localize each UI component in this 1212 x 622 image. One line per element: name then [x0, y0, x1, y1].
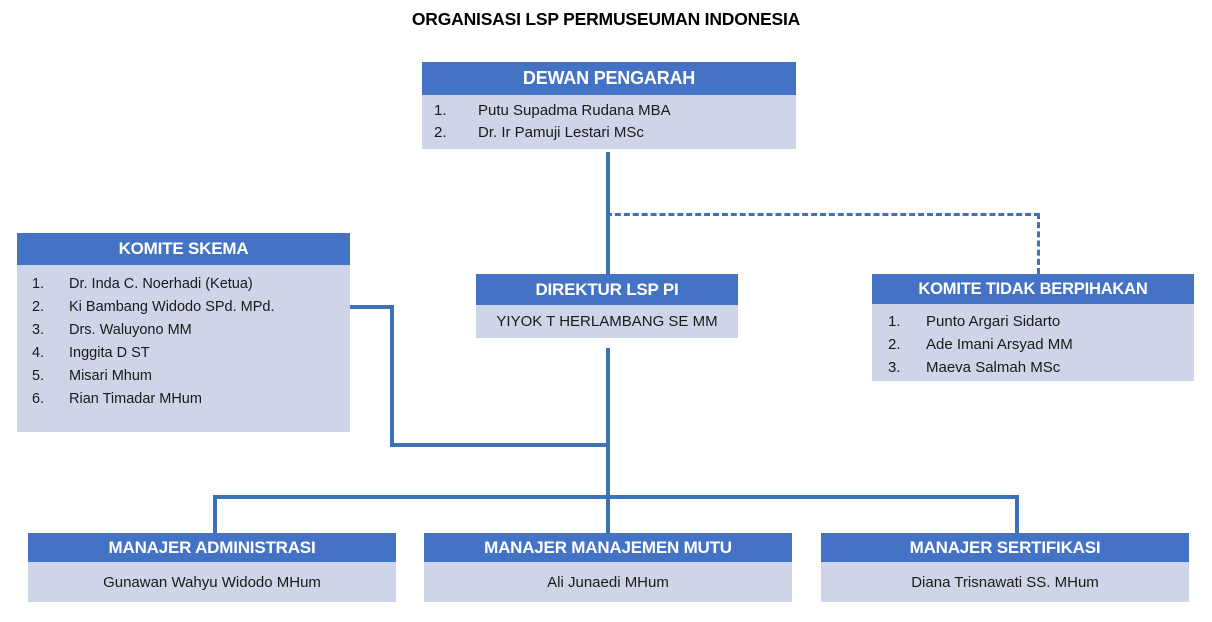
list-item-name: Maeva Salmah MSc [926, 359, 1061, 376]
node-manajer-administrasi[interactable]: MANAJER ADMINISTRASI Gunawan Wahyu Widod… [28, 533, 396, 602]
list-item-number: 2. [32, 299, 45, 315]
connector-komite-skema-horizontal-in [390, 443, 610, 447]
node-manajer-sertifikasi[interactable]: MANAJER SERTIFIKASI Diana Trisnawati SS.… [821, 533, 1189, 602]
list-item-name: Ade Imani Arsyad MM [926, 336, 1073, 353]
list-item-name: Putu Supadma Rudana MBA [478, 102, 671, 119]
node-dewan-pengarah-body: 1. Putu Supadma Rudana MBA 2. Dr. Ir Pam… [422, 95, 796, 149]
list-item-number: 1. [32, 276, 45, 292]
node-dewan-pengarah[interactable]: DEWAN PENGARAH 1. Putu Supadma Rudana MB… [422, 62, 796, 149]
node-manajer-manajemen-mutu-person: Ali Junaedi MHum [424, 562, 792, 602]
list-item-number: 6. [32, 391, 45, 407]
list-item-name: Drs. Waluyono MM [69, 322, 192, 338]
list-item: 2. Dr. Ir Pamuji Lestari MSc [422, 122, 796, 144]
connector-drop-manajer-administrasi [213, 495, 217, 533]
node-komite-skema-body: 1. Dr. Inda C. Noerhadi (Ketua) 2. Ki Ba… [17, 265, 350, 432]
dewan-pengarah-member-list: 1. Putu Supadma Rudana MBA 2. Dr. Ir Pam… [422, 100, 796, 144]
list-item-number: 4. [32, 345, 45, 361]
list-item-name: Ki Bambang Widodo SPd. MPd. [69, 299, 275, 315]
node-manajer-sertifikasi-title: MANAJER SERTIFIKASI [821, 533, 1189, 562]
connector-dashed-vertical-to-komite-tidak-berpihakan [1037, 213, 1040, 274]
node-komite-tidak-berpihakan[interactable]: KOMITE TIDAK BERPIHAKAN 1. Punto Argari … [872, 274, 1194, 381]
list-item-name: Inggita D ST [69, 345, 150, 361]
list-item-number: 1. [434, 102, 447, 119]
list-item-number: 3. [888, 359, 901, 376]
komite-tidak-berpihakan-member-list: 1. Punto Argari Sidarto 2. Ade Imani Ars… [872, 310, 1194, 379]
connector-dashed-horizontal-to-komite-tidak-berpihakan [606, 213, 1040, 216]
node-komite-skema-title: KOMITE SKEMA [17, 233, 350, 265]
list-item: 2. Ki Bambang Widodo SPd. MPd. [17, 296, 350, 319]
list-item-number: 3. [32, 322, 45, 338]
list-item-name: Punto Argari Sidarto [926, 313, 1061, 330]
node-komite-tidak-berpihakan-title: KOMITE TIDAK BERPIHAKAN [872, 274, 1194, 304]
node-direktur-lsp-pi[interactable]: DIREKTUR LSP PI YIYOK T HERLAMBANG SE MM [476, 274, 738, 338]
list-item-number: 1. [888, 313, 901, 330]
node-manajer-administrasi-person: Gunawan Wahyu Widodo MHum [28, 562, 396, 602]
node-manajer-manajemen-mutu-title: MANAJER MANAJEMEN MUTU [424, 533, 792, 562]
list-item: 1. Putu Supadma Rudana MBA [422, 100, 796, 122]
list-item-name: Rian Timadar MHum [69, 391, 202, 407]
list-item-name: Dr. Ir Pamuji Lestari MSc [478, 124, 644, 141]
list-item: 3. Drs. Waluyono MM [17, 319, 350, 342]
list-item: 5. Misari Mhum [17, 365, 350, 388]
connector-manager-distribution-bar [213, 495, 1019, 499]
list-item-name: Misari Mhum [69, 368, 152, 384]
connector-drop-manajer-sertifikasi [1015, 495, 1019, 533]
node-direktur-lsp-pi-title: DIREKTUR LSP PI [476, 274, 738, 305]
node-manajer-manajemen-mutu[interactable]: MANAJER MANAJEMEN MUTU Ali Junaedi MHum [424, 533, 792, 602]
node-manajer-sertifikasi-person: Diana Trisnawati SS. MHum [821, 562, 1189, 602]
node-dewan-pengarah-title: DEWAN PENGARAH [422, 62, 796, 95]
list-item: 1. Punto Argari Sidarto [872, 310, 1194, 333]
komite-skema-member-list: 1. Dr. Inda C. Noerhadi (Ketua) 2. Ki Ba… [17, 273, 350, 411]
list-item: 4. Inggita D ST [17, 342, 350, 365]
list-item: 3. Maeva Salmah MSc [872, 356, 1194, 379]
page-title: ORGANISASI LSP PERMUSEUMAN INDONESIA [411, 9, 801, 29]
list-item-number: 2. [888, 336, 901, 353]
list-item-name: Dr. Inda C. Noerhadi (Ketua) [69, 276, 253, 292]
list-item: 1. Dr. Inda C. Noerhadi (Ketua) [17, 273, 350, 296]
node-komite-skema[interactable]: KOMITE SKEMA 1. Dr. Inda C. Noerhadi (Ke… [17, 233, 350, 432]
list-item: 2. Ade Imani Arsyad MM [872, 333, 1194, 356]
list-item: 6. Rian Timadar MHum [17, 388, 350, 411]
node-direktur-lsp-pi-person: YIYOK T HERLAMBANG SE MM [476, 305, 738, 338]
list-item-number: 5. [32, 368, 45, 384]
list-item-number: 2. [434, 124, 447, 141]
node-komite-tidak-berpihakan-body: 1. Punto Argari Sidarto 2. Ade Imani Ars… [872, 304, 1194, 381]
connector-direktur-spine [606, 348, 610, 535]
connector-komite-skema-vertical [390, 305, 394, 447]
connector-komite-skema-horizontal-out [350, 305, 394, 309]
node-manajer-administrasi-title: MANAJER ADMINISTRASI [28, 533, 396, 562]
connector-drop-manajer-manajemen-mutu [606, 495, 610, 533]
